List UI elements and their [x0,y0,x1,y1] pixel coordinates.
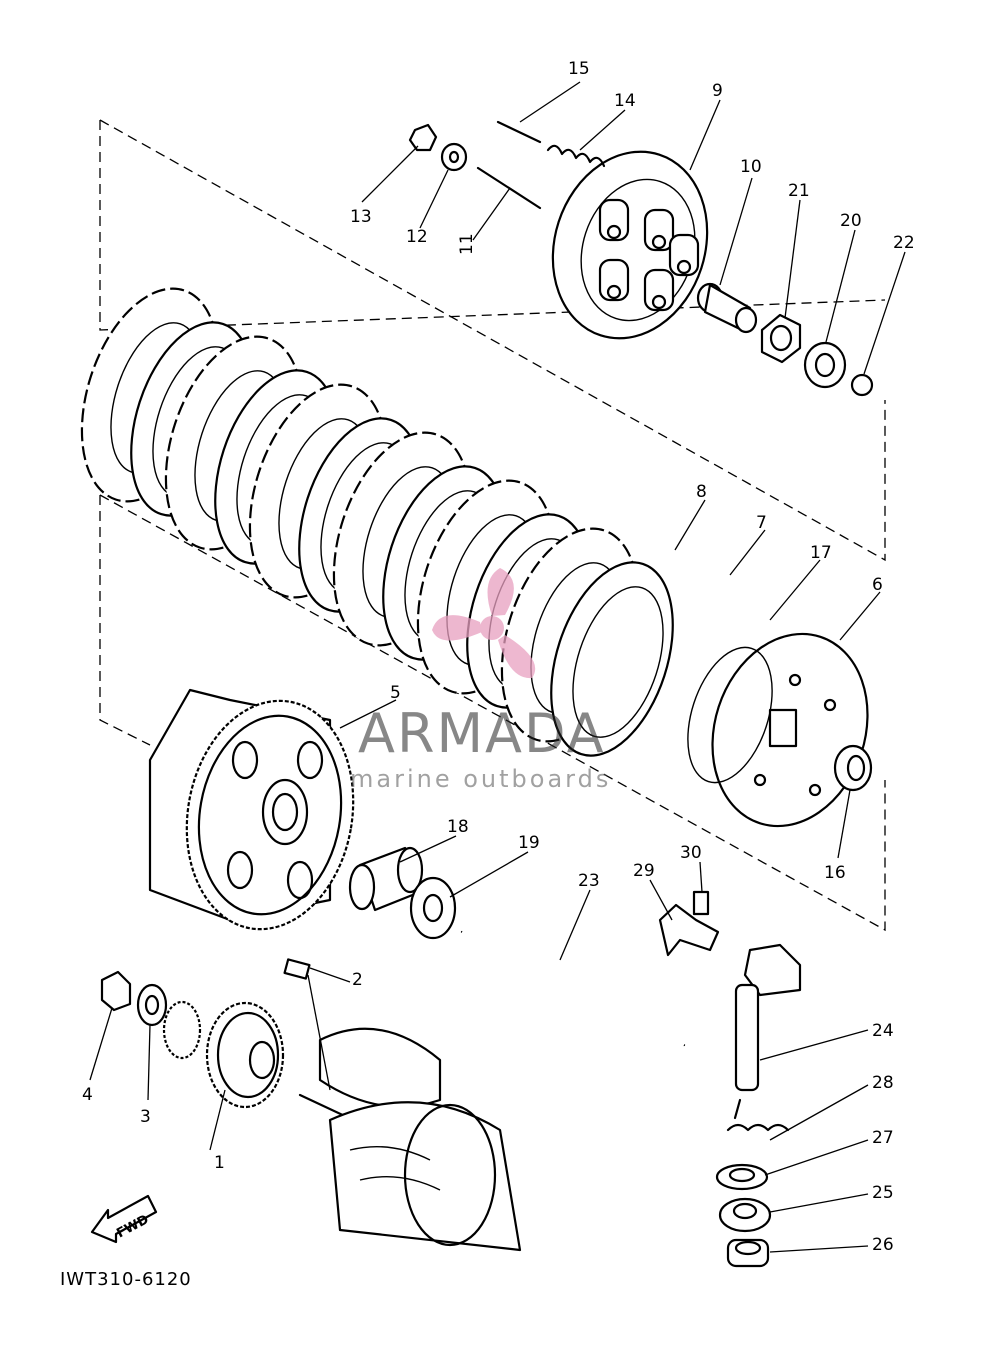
part-label-28: 28 [872,1073,894,1093]
part-label-27: 27 [872,1128,894,1148]
part-label-14: 14 [614,91,636,111]
push-rod-10 [696,282,758,334]
watermark-brand: ARMADA [358,702,606,765]
part-label-13: 13 [350,207,372,227]
washer-27 [715,1163,769,1191]
part-label-19: 19 [518,833,540,853]
thrust-washer-19 [409,876,457,940]
key-2 [283,958,311,980]
spring-screw-set [408,120,606,210]
part-label-15: 15 [568,59,590,79]
part-label-12: 12 [406,227,428,247]
part-label-24: 24 [872,1021,894,1041]
part-label-22: 22 [893,233,915,253]
oil-seal-25 [718,1197,772,1233]
lock-washer-20 [803,341,847,389]
part-labels: 1 2 3 4 5 6 7 8 9 10 11 12 13 14 15 16 1… [82,59,915,1255]
part-label-18: 18 [447,817,469,837]
watermark-logo [432,568,536,679]
nut-4 [100,970,132,1012]
crankshaft [298,1027,522,1252]
diagram-code: IWT310-6120 [60,1269,192,1290]
part-label-10: 10 [740,157,762,177]
part-label-4: 4 [82,1085,93,1105]
part-label-5: 5 [390,683,401,703]
part-label-26: 26 [872,1235,894,1255]
leader-lines [89,81,906,1253]
plate-inner-edge [572,586,664,738]
part-label-21: 21 [788,181,810,201]
part-label-8: 8 [696,482,707,502]
circlip-16 [833,744,873,792]
part-label-23: 23 [578,871,600,891]
clutch-plates [80,287,674,757]
pressure-plate [551,150,709,340]
part-label-20: 20 [840,211,862,231]
bearing-26 [726,1238,770,1268]
part-label-29: 29 [633,861,655,881]
ball-22 [850,373,874,397]
part-label-30: 30 [680,843,702,863]
part-label-9: 9 [712,81,723,101]
part-label-7: 7 [756,513,767,533]
clutch-plate [550,561,674,757]
nut-21 [760,313,802,364]
forward-arrow: FWD [90,1194,158,1244]
washer-3 [136,983,168,1027]
part-label-11: 11 [457,233,477,255]
lever-spring-28 [726,1098,790,1132]
push-lever-24 [734,943,802,1092]
part-label-2: 2 [352,970,363,990]
clutch-housing-5 [148,688,355,931]
part-label-16: 16 [824,863,846,883]
watermark-tagline: marine outboards [350,765,611,793]
clutch-boss-6 [687,632,869,828]
part-label-17: 17 [810,543,832,563]
bracket-29 [658,890,720,957]
part-label-1: 1 [214,1153,225,1173]
watermark: ARMADA marine outboards [350,568,611,793]
alignment-lines [99,119,886,932]
part-label-25: 25 [872,1183,894,1203]
part-label-6: 6 [872,575,883,595]
part-label-3: 3 [140,1107,151,1127]
primary-drive-gear-1 [162,1000,285,1109]
